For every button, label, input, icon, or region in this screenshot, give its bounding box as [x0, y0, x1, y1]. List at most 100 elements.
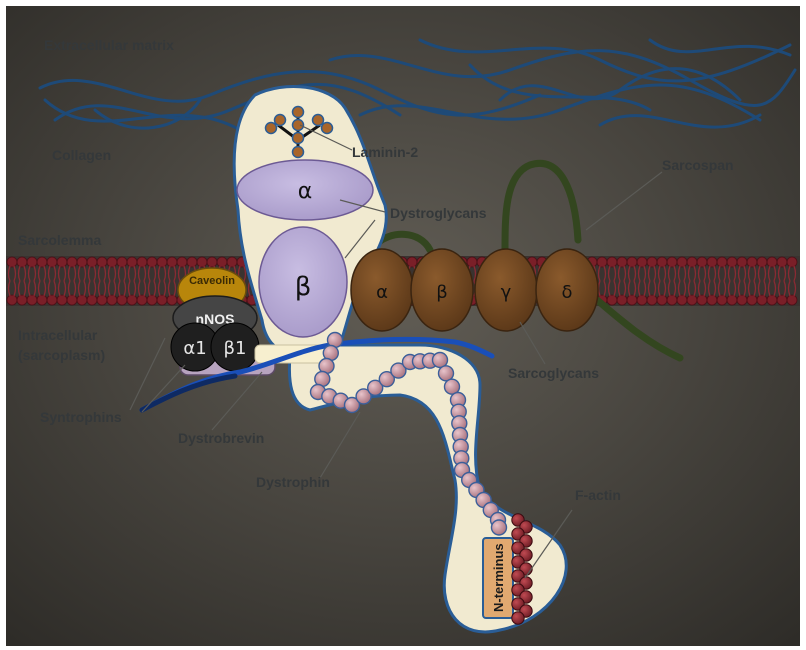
lipid-head — [677, 257, 687, 267]
lipid-head — [717, 257, 727, 267]
lipid-head — [617, 295, 627, 305]
lipid-head — [97, 295, 107, 305]
lipid-head — [207, 257, 217, 267]
lipid-head — [37, 295, 47, 305]
lipid-head — [27, 257, 37, 267]
lipid-head — [57, 295, 67, 305]
lipid-head — [87, 257, 97, 267]
lipid-head — [227, 257, 237, 267]
lipid-head — [607, 295, 617, 305]
alpha-dystroglycan-label: α — [298, 179, 313, 204]
lipid-head — [737, 257, 747, 267]
lipid-head — [187, 257, 197, 267]
syntrophin-alpha1-label: α1 — [183, 338, 206, 359]
lipid-head — [697, 295, 707, 305]
actin-bead — [512, 612, 524, 624]
lipid-head — [177, 257, 187, 267]
lipid-head — [167, 257, 177, 267]
lipid-head — [657, 257, 667, 267]
lipid-head — [737, 295, 747, 305]
lipid-head — [787, 257, 797, 267]
lipid-head — [167, 295, 177, 305]
lipid-head — [157, 257, 167, 267]
lipid-head — [17, 295, 27, 305]
lipid-head — [647, 295, 657, 305]
lipid-head — [687, 257, 697, 267]
label-sarcospan: Sarcospan — [662, 157, 734, 173]
lipid-head — [157, 295, 167, 305]
lipid-head — [787, 295, 797, 305]
lipid-head — [727, 257, 737, 267]
label-dystrobrevin: Dystrobrevin — [178, 430, 264, 446]
n-terminus-label: N-terminus — [491, 543, 506, 612]
lipid-head — [127, 295, 137, 305]
lipid-head — [57, 257, 67, 267]
n-terminus-box: N-terminus — [483, 538, 513, 618]
lipid-head — [707, 257, 717, 267]
lipid-head — [647, 257, 657, 267]
lipid-head — [117, 257, 127, 267]
lipid-head — [667, 257, 677, 267]
lipid-head — [707, 295, 717, 305]
lipid-head — [107, 257, 117, 267]
label-dystrophin: Dystrophin — [256, 474, 330, 490]
lipid-head — [37, 257, 47, 267]
beta-dystroglycan: β — [259, 227, 347, 337]
dystrophin-bead — [492, 520, 507, 535]
beta-dystroglycan-label: β — [295, 272, 312, 302]
lipid-head — [757, 295, 767, 305]
syntrophin-beta1-label: β1 — [224, 338, 247, 359]
lipid-head — [607, 257, 617, 267]
label-collagen: Collagen — [52, 147, 111, 163]
label-intracellular: Intracellular — [18, 327, 98, 343]
label-sarcoplasm: (sarcoplasm) — [18, 347, 105, 363]
lipid-head — [667, 295, 677, 305]
lipid-head — [97, 257, 107, 267]
lipid-head — [7, 257, 17, 267]
lipid-head — [77, 257, 87, 267]
lipid-head — [617, 257, 627, 267]
label-dystroglycans: Dystroglycans — [390, 205, 487, 221]
lipid-head — [197, 257, 207, 267]
lipid-head — [727, 295, 737, 305]
label-extracellular-matrix: Extracellular matrix — [44, 37, 174, 53]
lipid-head — [627, 257, 637, 267]
lipid-head — [17, 257, 27, 267]
lipid-head — [467, 257, 477, 267]
lipid-head — [767, 257, 777, 267]
lipid-head — [7, 295, 17, 305]
label-sarcoglycans: Sarcoglycans — [508, 365, 599, 381]
lipid-head — [47, 295, 57, 305]
lipid-head — [217, 257, 227, 267]
lipid-head — [147, 295, 157, 305]
lipid-head — [637, 295, 647, 305]
lipid-head — [117, 295, 127, 305]
lipid-head — [747, 257, 757, 267]
lipid-head — [717, 295, 727, 305]
sarcoglycan-subunit-label: γ — [501, 282, 512, 303]
lipid-head — [637, 257, 647, 267]
lipid-head — [627, 295, 637, 305]
lipid-head — [677, 295, 687, 305]
lipid-head — [107, 295, 117, 305]
lipid-head — [27, 295, 37, 305]
alpha-dystroglycan: α — [237, 160, 373, 220]
caveolin-label: Caveolin — [189, 275, 235, 287]
label-sarcolemma: Sarcolemma — [18, 232, 101, 248]
sarcoglycan-subunit-label: δ — [561, 282, 572, 303]
lipid-head — [127, 257, 137, 267]
lipid-head — [747, 295, 757, 305]
lipid-head — [137, 257, 147, 267]
lipid-head — [77, 295, 87, 305]
lipid-head — [777, 257, 787, 267]
label-laminin-2: Laminin-2 — [352, 144, 418, 160]
lipid-head — [767, 295, 777, 305]
lipid-head — [687, 295, 697, 305]
lipid-head — [407, 257, 417, 267]
lipid-head — [597, 257, 607, 267]
lipid-head — [67, 295, 77, 305]
lipid-head — [657, 295, 667, 305]
lipid-head — [147, 257, 157, 267]
